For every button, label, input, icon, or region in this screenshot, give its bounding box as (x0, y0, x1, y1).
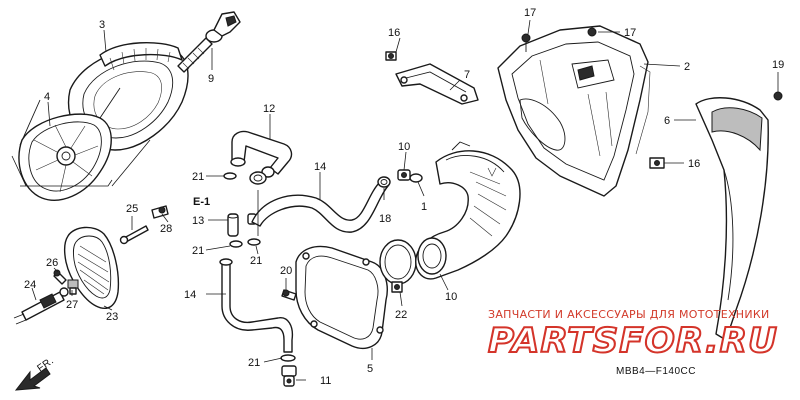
case-bracket (395, 63, 479, 105)
callout-23: 23 (106, 311, 118, 323)
front-arrow-icon (14, 367, 51, 391)
callout-10-label: 10 (398, 141, 410, 153)
clamp-18 (377, 176, 391, 188)
callout-17a: 17 (524, 7, 536, 19)
watermark-brand: PARTSFOR.RU (488, 321, 778, 361)
callout-7: 7 (464, 69, 470, 81)
section-ref-e1: E-1 (193, 196, 210, 208)
callout-5: 5 (367, 363, 373, 375)
callout-18: 18 (379, 213, 391, 225)
clip-21e (280, 354, 296, 362)
filter-cage (18, 87, 121, 201)
callout-9: 9 (208, 73, 214, 85)
connecting-tube (415, 141, 521, 280)
callout-19: 19 (772, 59, 784, 71)
assembly-bracket-line (20, 179, 113, 187)
bolt-17b (587, 27, 597, 37)
drain-tube-15 (219, 258, 294, 353)
callout-16a: 16 (388, 27, 400, 39)
assembly-bracket-sides (11, 139, 151, 187)
callout-6: 6 (664, 115, 670, 127)
bolt-19 (773, 91, 783, 101)
diagram-code: MBB4—F140CC (616, 366, 696, 377)
callout-21b: 21 (192, 245, 204, 257)
bolt-16a (385, 51, 397, 61)
callout-21d: 21 (248, 357, 260, 369)
clip-21c (229, 240, 243, 248)
air-cleaner-case (497, 25, 651, 197)
rear-mudguard (695, 97, 769, 341)
breather-tube-12 (230, 130, 293, 178)
callout-27: 27 (66, 299, 78, 311)
grommet-28 (151, 205, 169, 219)
bolt-10 (397, 169, 411, 181)
screw-25 (119, 225, 149, 245)
watermark: ЗАПЧАСТИ И АКСЕССУАРЫ ДЛЯ МОТОТЕХНИКИ PA… (487, 308, 778, 362)
side-cover (63, 226, 120, 310)
small-bolt-26 (53, 269, 67, 285)
callout-15: 14 (184, 289, 196, 301)
callout-20: 20 (280, 265, 292, 277)
drain-tube-assembly (13, 287, 69, 325)
callout-3: 3 (99, 19, 105, 31)
callout-24: 24 (24, 279, 36, 291)
clip-21b (249, 171, 267, 185)
callout-1a: 1 (421, 201, 427, 213)
drain-cap-11 (281, 365, 297, 387)
callout-8: 10 (445, 291, 457, 303)
clip-21d (247, 238, 261, 246)
callout-12: 12 (263, 103, 275, 115)
callout-labels: 3 4 9 12 21 E-1 12 13 21 21 13 14 14 21 … (24, 7, 784, 387)
bolt-16b (649, 157, 665, 169)
callout-4: 4 (44, 91, 50, 103)
callout-14-label: 14 (314, 161, 326, 173)
bolt-20 (281, 289, 297, 301)
clip-21a (223, 172, 237, 180)
joint-13 (227, 213, 257, 237)
wing-bolt (177, 11, 241, 73)
callout-21a: 21 (192, 171, 204, 183)
callout-22: 22 (395, 309, 407, 321)
callout-21c: 21 (250, 255, 262, 267)
callout-16b: 16 (688, 158, 700, 170)
clip-1a (409, 173, 423, 183)
leader-lines (31, 19, 779, 381)
callout-11-label: 11 (320, 375, 331, 387)
callout-13-label: 13 (192, 215, 204, 227)
callout-28: 28 (160, 223, 172, 235)
callout-25: 25 (126, 203, 138, 215)
direction-label: FR. (35, 355, 56, 374)
callout-2: 2 (684, 61, 690, 73)
drain-plug (67, 279, 79, 295)
cover-gasket (295, 245, 388, 350)
watermark-tagline: ЗАПЧАСТИ И АКСЕССУАРЫ ДЛЯ МОТОТЕХНИКИ (488, 308, 770, 321)
callout-17b: 17 (624, 27, 636, 39)
callout-26: 26 (46, 257, 58, 269)
bolt-17a (521, 33, 531, 52)
